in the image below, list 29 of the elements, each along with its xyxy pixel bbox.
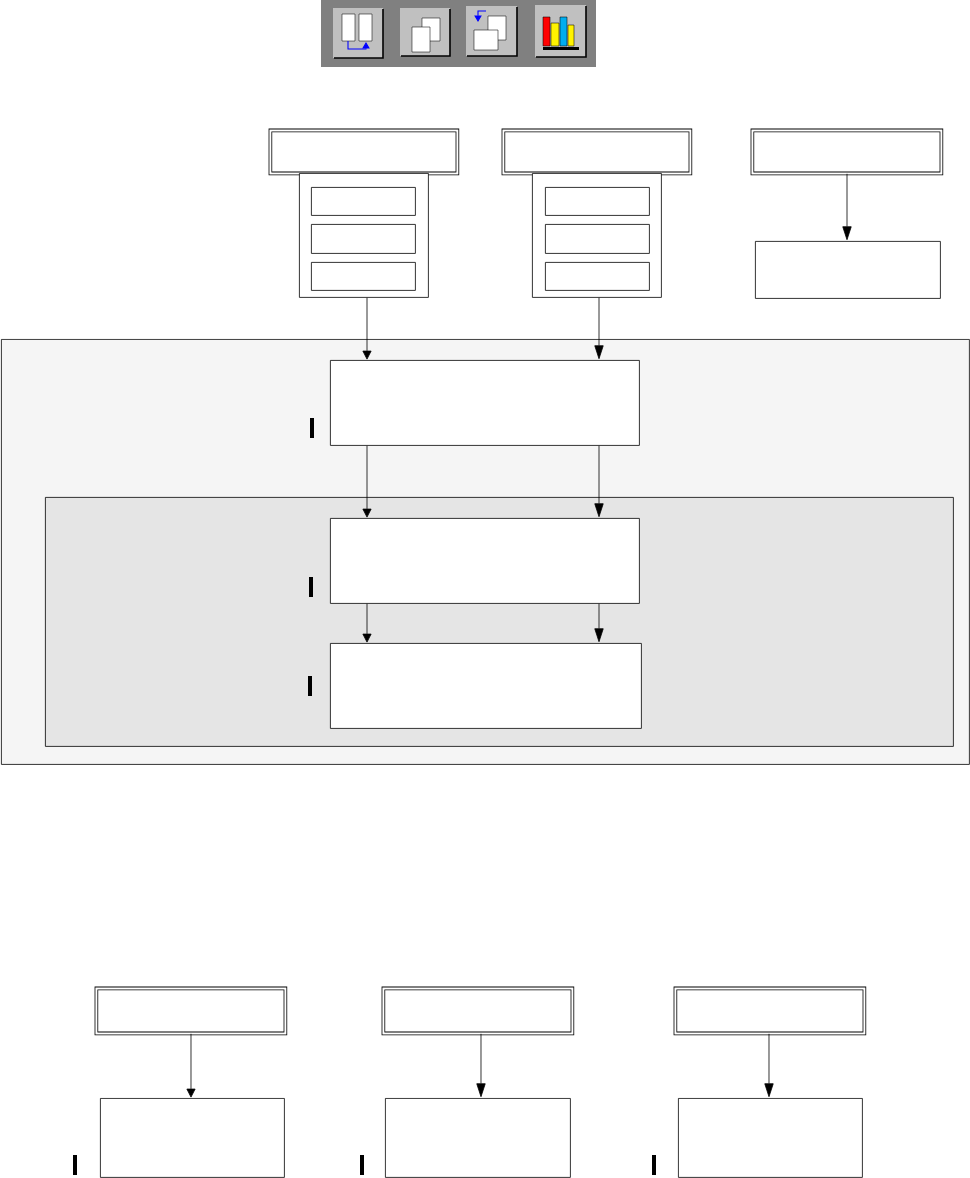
process-box [755, 241, 941, 299]
title-box [268, 128, 460, 176]
arrow [186, 1033, 196, 1098]
process-box [330, 643, 642, 729]
title-box [501, 128, 693, 176]
arrow [594, 297, 604, 360]
arrow [362, 297, 372, 360]
process-box [330, 360, 640, 446]
process-box [385, 1098, 571, 1178]
process-box [100, 1098, 285, 1178]
arrow [594, 445, 604, 518]
arrow [362, 445, 372, 518]
item-box [545, 187, 650, 216]
item-box [311, 224, 416, 254]
title-box [673, 986, 867, 1036]
process-box [678, 1098, 863, 1178]
process-box [330, 518, 640, 604]
arrow [476, 1033, 486, 1098]
arrow [594, 603, 604, 643]
title-box [94, 986, 288, 1036]
arrow [764, 1033, 774, 1098]
item-box [311, 262, 416, 291]
item-box [545, 224, 650, 254]
arrow [362, 603, 372, 643]
arrow [842, 173, 852, 241]
item-box [311, 187, 416, 216]
item-box [545, 262, 650, 291]
title-box [381, 986, 575, 1036]
title-box [750, 128, 944, 176]
